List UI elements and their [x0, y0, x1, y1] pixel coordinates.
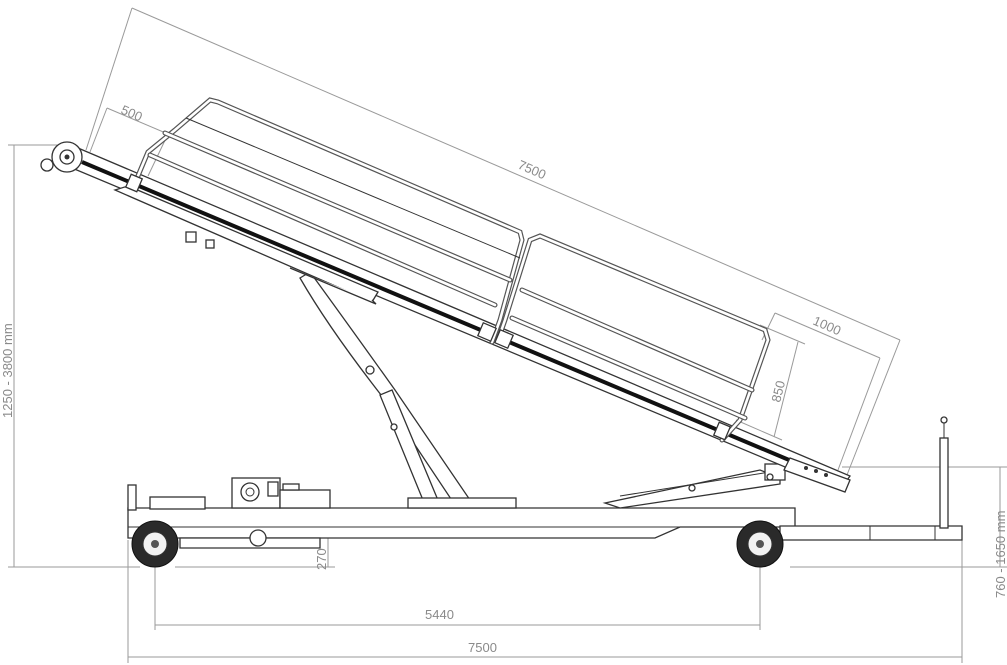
label-7500-bottom: 7500 [468, 640, 497, 655]
label-850: 850 [768, 379, 788, 404]
dim-overall-length-bottom: 7500 [127, 540, 963, 663]
label-500: 500 [119, 102, 145, 124]
label-5440: 5440 [425, 607, 454, 622]
engine [231, 477, 331, 509]
label-270: 270 [314, 548, 329, 570]
handrail-rear [495, 233, 771, 443]
chassis [127, 416, 963, 549]
dim-wheelbase: 5440 [154, 562, 761, 630]
front-wheel [131, 520, 179, 568]
label-1000: 1000 [811, 313, 844, 338]
scissor-lift [299, 271, 786, 509]
dim-rail-height: 850 [735, 324, 806, 441]
handrail-brackets [124, 173, 732, 441]
dim-lift-height: 1250 - 3800 mm [0, 144, 140, 568]
label-7500-top: 7500 [516, 157, 549, 182]
label-lift-height: 1250 - 3800 mm [0, 323, 15, 418]
dim-end-height: 760 - 1650 mm [790, 466, 1007, 598]
handrail-front [132, 97, 525, 345]
rear-wheel [736, 520, 784, 568]
label-end-height: 760 - 1650 mm [993, 511, 1007, 598]
